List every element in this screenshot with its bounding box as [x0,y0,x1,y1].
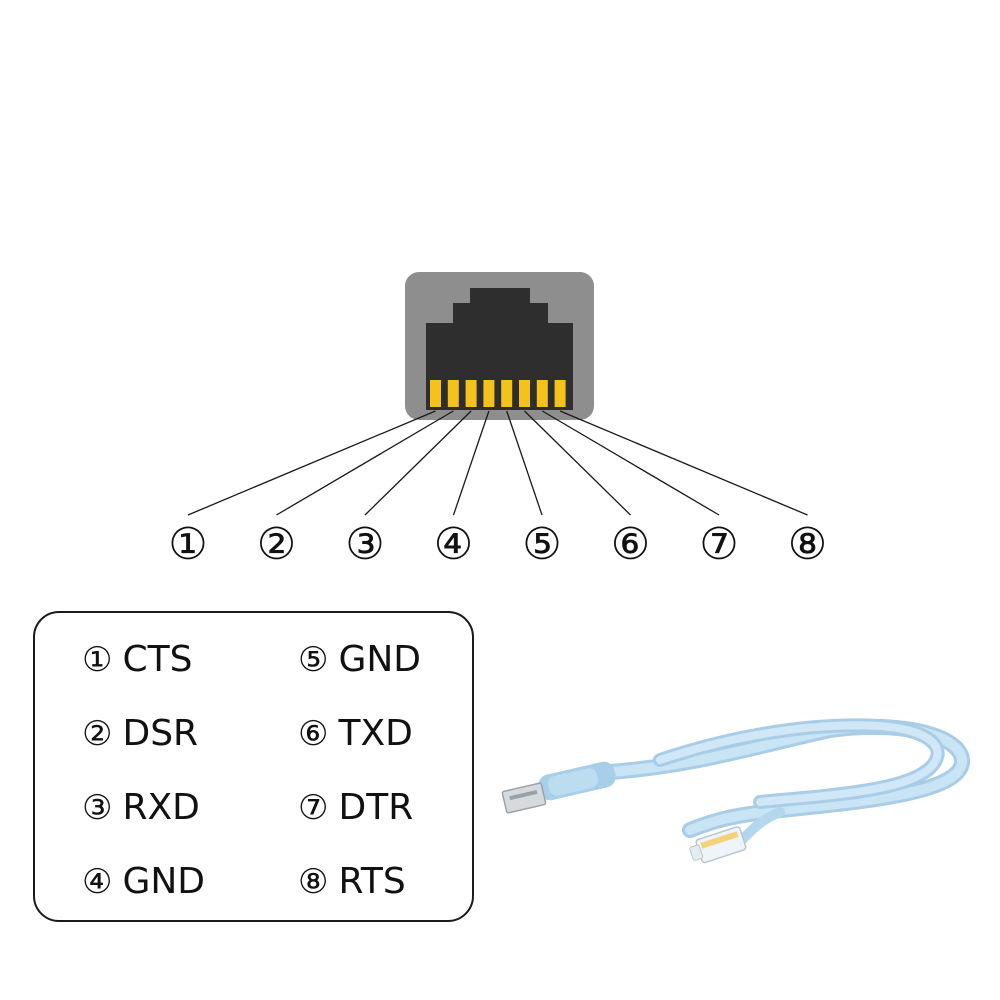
legend-signal-name: DSR [122,713,199,754]
rj45-pins [430,380,566,407]
leader-line-3 [364,410,472,516]
leader-line-4 [452,410,490,516]
pin-contact-1 [430,380,441,407]
signal-legend-box [33,611,474,922]
pin-number-4: ④ [434,519,473,570]
rj45-port-icon [405,272,594,420]
pin-contact-4 [483,380,495,407]
pin-number-1: ① [168,519,207,570]
pin-contact-5 [501,380,513,407]
legend-signal-name: DTR [338,787,414,828]
pin-number-6: ⑥ [611,519,650,570]
legend-signal-name: GND [122,861,206,902]
pin-contact-8 [554,380,566,407]
legend-pin-number: ⑦ [298,788,329,828]
legend-pin-number: ② [82,714,113,754]
legend-signal-name: RTS [338,861,406,902]
pin-contact-7 [536,380,548,407]
legend-pin-number: ① [82,640,113,680]
pin-number-7: ⑦ [699,519,738,570]
leader-line-6 [524,410,631,516]
legend-pin-number: ⑥ [298,714,329,754]
pin-number-3: ③ [345,519,384,570]
pin-leader-lines [187,410,808,516]
leader-line-2 [276,410,454,516]
legend-pin-number: ⑤ [298,640,329,680]
pin-contact-2 [447,380,459,407]
legend-signal-name: GND [338,639,422,680]
pin-number-2: ② [257,519,296,570]
pin-contact-3 [465,380,477,407]
legend-pin-number: ⑧ [298,862,329,902]
usb-console-cable-image [501,718,970,864]
legend-pin-number: ④ [82,862,113,902]
legend-signal-name: TXD [338,713,413,754]
leader-line-7 [541,410,720,516]
leader-line-8 [559,410,808,516]
pin-number-8: ⑧ [788,519,827,570]
legend-pin-number: ③ [82,788,113,828]
leader-line-1 [187,410,436,516]
legend-signal-name: CTS [122,639,193,680]
pin-number-5: ⑤ [522,519,561,570]
leader-line-5 [506,410,543,516]
pin-contact-6 [519,380,530,407]
legend-signal-name: RXD [122,787,200,828]
